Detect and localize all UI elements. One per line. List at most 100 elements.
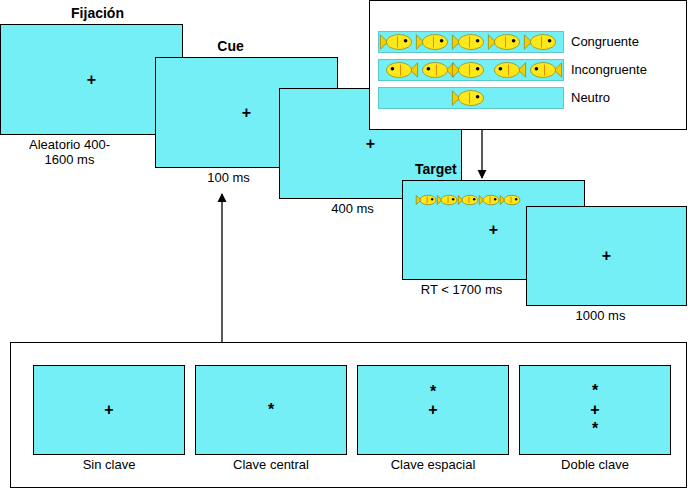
- fish-eye: [452, 198, 454, 200]
- duration-label: 400 ms: [331, 202, 374, 217]
- fish-eye: [535, 67, 539, 71]
- fish-body: [441, 195, 457, 205]
- duration-label: Aleatorio 400-1600 ms: [20, 138, 120, 168]
- fish-fin: [490, 197, 491, 204]
- fish-icon: [416, 35, 447, 50]
- fish-fin: [400, 65, 401, 76]
- fish-fin: [469, 93, 470, 104]
- fish-eye: [515, 198, 517, 200]
- fish-body: [530, 35, 555, 50]
- fish-icon: [458, 195, 478, 205]
- fish-icon: [416, 195, 436, 205]
- fish-body: [494, 63, 519, 78]
- fixation-symbol: +: [104, 402, 113, 418]
- fixation-symbol: +: [489, 222, 498, 238]
- fish-body: [458, 35, 483, 50]
- fish-fin: [436, 65, 437, 76]
- duration-label: 100 ms: [207, 171, 250, 186]
- fish-icon: [452, 63, 483, 78]
- fish-fin: [541, 37, 542, 48]
- fish-eye: [440, 39, 444, 43]
- fish-eye: [494, 198, 496, 200]
- fish-body: [386, 35, 411, 50]
- screen-title: Cue: [217, 38, 243, 54]
- stimulus-panel: CongruenteIncongruenteNeutro: [369, 0, 687, 130]
- condition-label: Incongruente: [571, 63, 647, 78]
- screen-title: Fijación: [71, 5, 124, 21]
- fish-fin: [544, 65, 545, 76]
- fish-fin: [469, 197, 470, 204]
- fish-fin: [433, 37, 434, 48]
- arrow-connector: [221, 194, 222, 342]
- fish-row: [379, 32, 563, 52]
- fish-icon: [452, 35, 483, 50]
- fixation-symbol: *: [268, 402, 274, 418]
- duration-label: 1000 ms: [576, 309, 626, 324]
- fish-strip: Neutro: [378, 87, 564, 109]
- duration-label: RT < 1700 ms: [421, 283, 503, 298]
- fish-eye: [476, 95, 480, 99]
- fish-row: [379, 60, 563, 80]
- stimulus-panel: +Sin clave*Clave central*+Clave espacial…: [10, 342, 687, 488]
- condition-label: Congruente: [571, 35, 639, 50]
- fish-icon: [500, 195, 520, 205]
- fish-body: [458, 91, 483, 106]
- screen-box: *+*Doble clave: [519, 365, 671, 455]
- duration-label: Sin clave: [83, 458, 136, 473]
- fish-body: [458, 63, 483, 78]
- fish-fin: [397, 37, 398, 48]
- fixation-symbol: +: [366, 136, 375, 152]
- fish-body: [494, 35, 519, 50]
- fish-group: [386, 63, 561, 78]
- fish-fin: [427, 197, 428, 204]
- fish-strip: Congruente: [378, 31, 564, 53]
- fish-eye: [512, 39, 516, 43]
- fish-body: [530, 63, 555, 78]
- fish-body: [422, 35, 447, 50]
- fish-group: [452, 91, 483, 106]
- fixation-symbol: +: [602, 248, 611, 264]
- fish-fin: [505, 37, 506, 48]
- fish-fin: [511, 197, 512, 204]
- fish-icon: [452, 91, 483, 106]
- screen-box: *Clave central: [195, 365, 347, 455]
- fixation-symbol: *: [592, 421, 598, 437]
- fish-eye: [431, 198, 433, 200]
- fish-fin: [469, 65, 470, 76]
- fish-icon: [479, 195, 499, 205]
- screen-box: +Sin clave: [33, 365, 185, 455]
- fish-eye: [476, 67, 480, 71]
- fish-eye: [427, 67, 431, 71]
- screen-box: +1000 ms: [526, 206, 687, 306]
- fish-body: [462, 195, 478, 205]
- screen-title: Target: [415, 161, 457, 177]
- fixation-symbol: +: [242, 105, 251, 121]
- fixation-symbol: *: [430, 384, 436, 400]
- condition-label: Neutro: [571, 91, 610, 106]
- fixation-symbol: +: [87, 72, 96, 88]
- fixation-symbol: +: [590, 402, 599, 418]
- fish-eye: [499, 67, 503, 71]
- fish-icon: [488, 35, 519, 50]
- fish-eye: [391, 67, 395, 71]
- fish-body: [504, 195, 520, 205]
- fish-row: [379, 88, 563, 108]
- fish-icon: [437, 195, 457, 205]
- fish-icon: [422, 63, 453, 78]
- fish-icon: [530, 63, 561, 78]
- fish-icon: [380, 35, 411, 50]
- fish-eye: [476, 39, 480, 43]
- duration-label: Clave espacial: [391, 458, 476, 473]
- fish-icon: [524, 35, 555, 50]
- fish-body: [422, 63, 447, 78]
- duration-label: Doble clave: [561, 458, 629, 473]
- fish-fin: [469, 37, 470, 48]
- fish-group: [380, 35, 555, 50]
- fish-icon: [494, 63, 525, 78]
- fish-fin: [508, 65, 509, 76]
- fish-body: [483, 195, 499, 205]
- fish-body: [420, 195, 436, 205]
- fish-group: [416, 195, 520, 205]
- fixation-symbol: *: [592, 383, 598, 399]
